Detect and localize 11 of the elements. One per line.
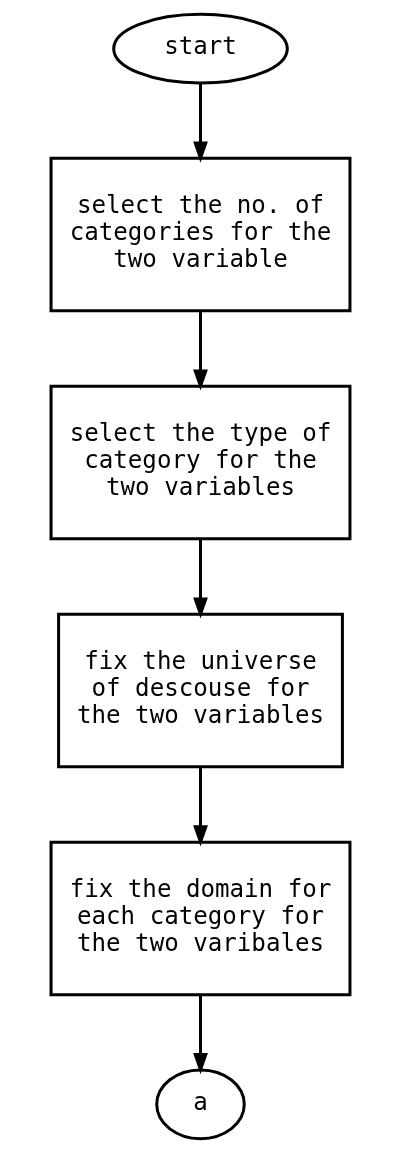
node-box: fix the universe of descouse for the two variables (56, 612, 344, 769)
node-box: select the no. of categories for the two variable (49, 156, 351, 313)
node-ellipse: a (154, 1068, 246, 1141)
node-box: select the type of category for the two variables (49, 384, 351, 541)
arrow (192, 82, 208, 163)
arrow (192, 766, 208, 847)
arrow (192, 538, 208, 619)
arrow (192, 994, 208, 1075)
arrow (192, 310, 208, 391)
node-box: fix the domain for each category for the two varibales (49, 840, 351, 997)
node-ellipse: start (111, 12, 289, 85)
